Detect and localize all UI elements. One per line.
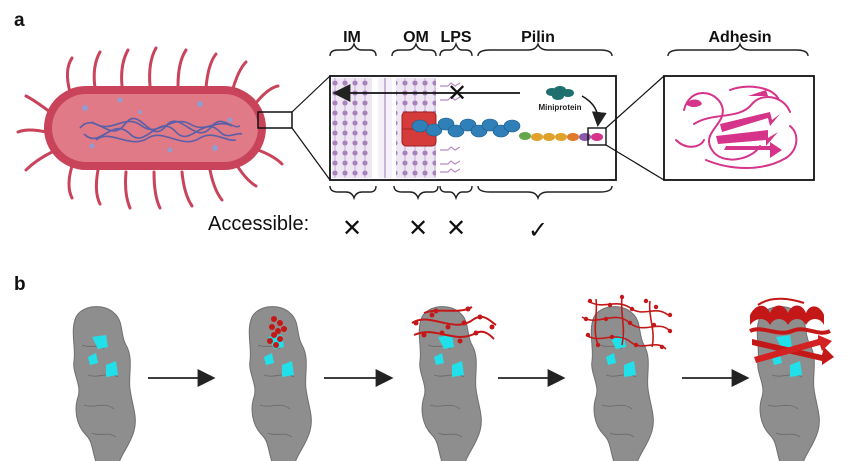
adhesin-line-top xyxy=(605,75,665,129)
zoom-line-bottom xyxy=(291,127,331,181)
label-lps: LPS xyxy=(440,29,471,46)
designed-binder xyxy=(749,297,834,365)
miniprotein-icon xyxy=(546,86,574,100)
label-pilin: Pilin xyxy=(521,29,555,46)
om-cross-icon: ✕ xyxy=(408,214,428,242)
zoom-region-box xyxy=(257,111,293,129)
label-adhesin: Adhesin xyxy=(708,29,771,46)
adhesin-structure-panel xyxy=(663,75,815,181)
label-im: IM xyxy=(343,29,361,46)
blocked-cross-icon: ✕ xyxy=(447,79,467,107)
region-brackets-top xyxy=(329,41,809,57)
panel-a-letter: a xyxy=(14,10,25,31)
accessible-label: Accessible: xyxy=(208,213,309,235)
step-4-surface xyxy=(581,294,673,461)
region-brackets-bottom xyxy=(329,185,613,201)
adhesin-line-bottom xyxy=(605,144,665,181)
pilin-check-icon: ✓ xyxy=(528,216,548,244)
step-3-surface xyxy=(411,306,497,461)
tip-fibrillum xyxy=(519,132,603,141)
label-om: OM xyxy=(403,29,429,46)
step-2-surface xyxy=(248,306,312,461)
step-1-surface xyxy=(72,306,136,461)
hotspot-residues xyxy=(267,316,287,348)
lps-layer xyxy=(440,82,461,173)
miniprotein-label: Miniprotein xyxy=(538,103,581,112)
bacterium-icon xyxy=(16,46,284,210)
binding-arrow xyxy=(581,95,607,127)
adhesin-zoom-box xyxy=(587,127,607,146)
pilus-rod xyxy=(411,117,521,138)
im-cross-icon: ✕ xyxy=(342,214,362,242)
panel-b-letter: b xyxy=(14,274,26,295)
zoom-line-top xyxy=(291,75,331,113)
lps-cross-icon: ✕ xyxy=(446,214,466,242)
membrane-zoom-panel: ✕ Miniprotein xyxy=(329,75,617,181)
step-5-surface xyxy=(749,297,834,461)
adhesin-tip xyxy=(591,133,603,141)
